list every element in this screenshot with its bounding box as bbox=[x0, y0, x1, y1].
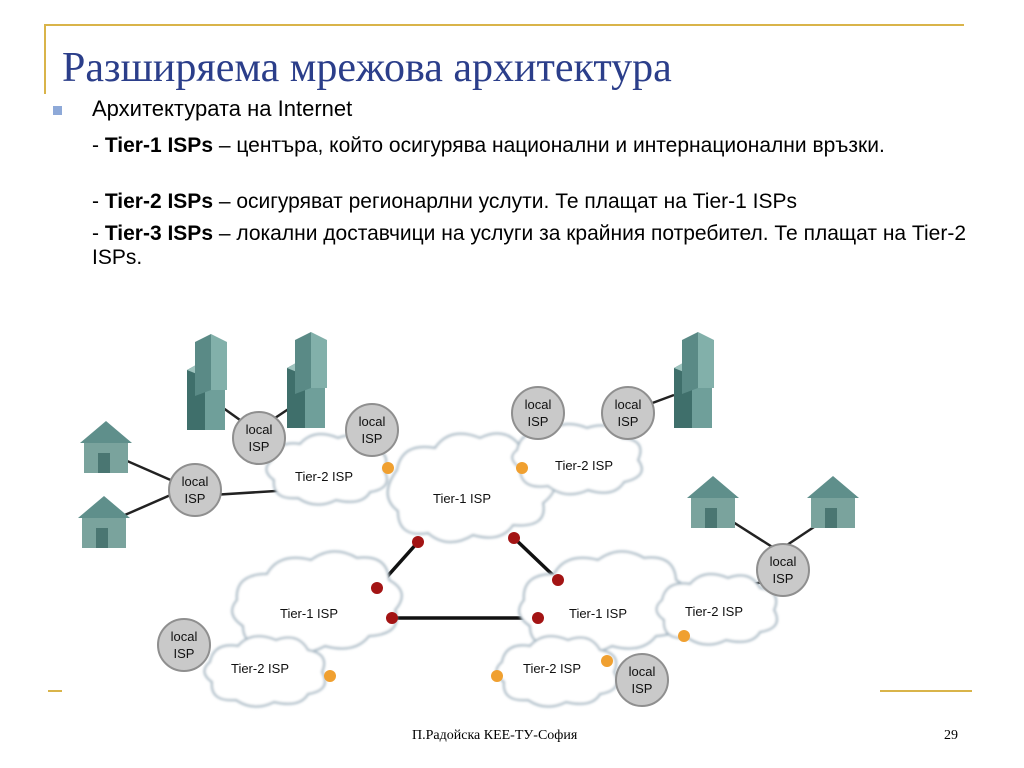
local-isp-node: local ISP bbox=[601, 386, 655, 440]
local-isp-line2: ISP bbox=[773, 571, 794, 586]
gateway-dot bbox=[324, 670, 336, 682]
item-text: – центъра, който осигурява национални и … bbox=[213, 134, 885, 157]
tier2-cloud-right-bottom bbox=[495, 635, 618, 708]
house-icon bbox=[78, 496, 130, 548]
local-isp-line1: local bbox=[770, 554, 797, 569]
tier2-label-left-top: Tier-2 ISP bbox=[295, 469, 353, 484]
top-accent-line bbox=[44, 24, 964, 26]
slide-title: Разширяема мрежова архитектура bbox=[62, 45, 672, 91]
local-isp-line2: ISP bbox=[174, 646, 195, 661]
tier2-label-right-top: Tier-2 ISP bbox=[555, 458, 613, 473]
item-term: Tier-1 ISPs bbox=[104, 134, 213, 157]
bottom-accent-line-left bbox=[48, 690, 62, 692]
tier2-label-right-bottom: Tier-2 ISP bbox=[523, 661, 581, 676]
footer-author: П.Радойска КЕЕ-ТУ-София bbox=[412, 728, 578, 743]
item-dash: - bbox=[92, 134, 105, 157]
tier2-cloud-right-mid bbox=[655, 573, 778, 646]
gateway-dot bbox=[491, 670, 503, 682]
item-tier3: - Tier-3 ISPs – локални доставчици на ус… bbox=[92, 222, 972, 270]
bottom-accent-line-right bbox=[880, 690, 972, 692]
router-dot bbox=[371, 582, 383, 594]
item-tier2: - Tier-2 ISPs – осигуряват регионарлни у… bbox=[92, 190, 972, 214]
local-isp-node: local ISP bbox=[615, 653, 669, 707]
item-tier1: - Tier-1 ISPs – центъра, който осигурява… bbox=[92, 134, 972, 158]
page-number: 29 bbox=[944, 728, 958, 743]
left-accent-line bbox=[44, 24, 46, 94]
local-isp-line1: local bbox=[629, 664, 656, 679]
router-dot bbox=[532, 612, 544, 624]
item-term: Tier-2 ISPs bbox=[104, 190, 213, 213]
building-icon bbox=[287, 332, 327, 428]
tier1-label-left: Tier-1 ISP bbox=[280, 606, 338, 621]
tier1-label-right: Tier-1 ISP bbox=[569, 606, 627, 621]
router-dot bbox=[552, 574, 564, 586]
local-isp-node: local ISP bbox=[345, 403, 399, 457]
tier2-label-right-mid: Tier-2 ISP bbox=[685, 604, 743, 619]
item-text: – осигуряват регионарлни услути. Те плащ… bbox=[213, 190, 797, 213]
router-dot bbox=[412, 536, 424, 548]
local-isp-line1: local bbox=[246, 422, 273, 437]
local-isp-line1: local bbox=[615, 397, 642, 412]
local-isp-line2: ISP bbox=[618, 414, 639, 429]
router-dot bbox=[386, 612, 398, 624]
router-dot bbox=[508, 532, 520, 544]
local-isp-node: local ISP bbox=[232, 411, 286, 465]
local-isp-node: local ISP bbox=[756, 543, 810, 597]
tier2-cloud-right-top bbox=[511, 423, 643, 496]
local-isp-node: local ISP bbox=[157, 618, 211, 672]
tier1-label-top: Tier-1 ISP bbox=[433, 491, 491, 506]
item-text: – локални доставчици на услуги за крайни… bbox=[92, 222, 966, 269]
local-isp-line2: ISP bbox=[632, 681, 653, 696]
building-icon bbox=[187, 334, 227, 430]
house-icon bbox=[807, 476, 859, 528]
local-isp-node: local ISP bbox=[511, 386, 565, 440]
bullet-marker bbox=[53, 106, 62, 115]
tier2-cloud-left-bottom bbox=[203, 635, 326, 708]
local-isp-line2: ISP bbox=[528, 414, 549, 429]
local-isp-line1: local bbox=[525, 397, 552, 412]
gateway-dot bbox=[678, 630, 690, 642]
gateway-dot bbox=[382, 462, 394, 474]
house-icon bbox=[80, 421, 132, 473]
bullet-heading: Архитектурата на Internet bbox=[92, 96, 353, 121]
network-diagram: Tier-1 ISP Tier-2 ISP Tier-2 ISP Tier-1 … bbox=[78, 332, 859, 708]
local-isp-line2: ISP bbox=[185, 491, 206, 506]
local-isp-line1: local bbox=[359, 414, 386, 429]
local-isp-line1: local bbox=[171, 629, 198, 644]
local-isp-node: local ISP bbox=[168, 463, 222, 517]
house-icon bbox=[687, 476, 739, 528]
tier2-label-left-bottom: Tier-2 ISP bbox=[231, 661, 289, 676]
local-isp-line1: local bbox=[182, 474, 209, 489]
gateway-dot bbox=[516, 462, 528, 474]
item-term: Tier-3 ISPs bbox=[104, 222, 213, 245]
item-dash: - bbox=[92, 222, 105, 245]
building-icon bbox=[674, 332, 714, 428]
gateway-dot bbox=[601, 655, 613, 667]
item-dash: - bbox=[92, 190, 105, 213]
local-isp-line2: ISP bbox=[249, 439, 270, 454]
local-isp-line2: ISP bbox=[362, 431, 383, 446]
